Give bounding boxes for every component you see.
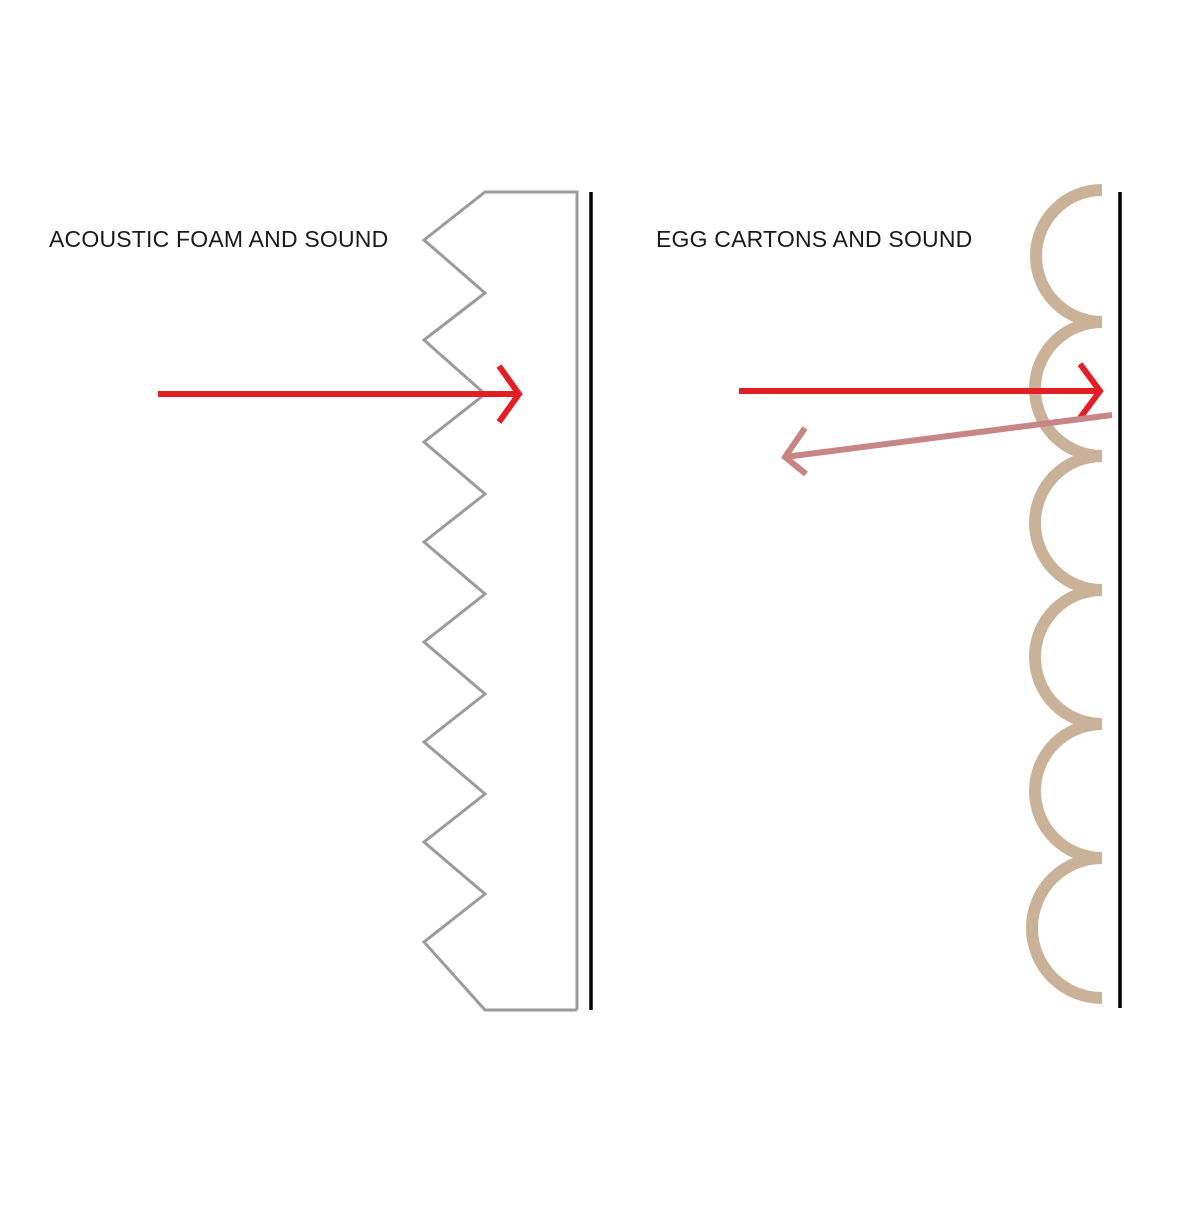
acoustic-foam-panel [158,190,593,1012]
acoustic-foam-profile [421,190,579,1012]
egg-carton-profile [1026,184,1103,1004]
incoming-sound-arrow-foam [158,364,523,424]
egg-cartons-title: EGG CARTONS AND SOUND [656,226,973,252]
reflected-sound-arrow [780,412,1113,477]
incoming-sound-arrow-egg [739,362,1104,420]
egg-carton-panel [739,184,1122,1008]
acoustic-foam-title: ACOUSTIC FOAM AND SOUND [49,226,389,252]
